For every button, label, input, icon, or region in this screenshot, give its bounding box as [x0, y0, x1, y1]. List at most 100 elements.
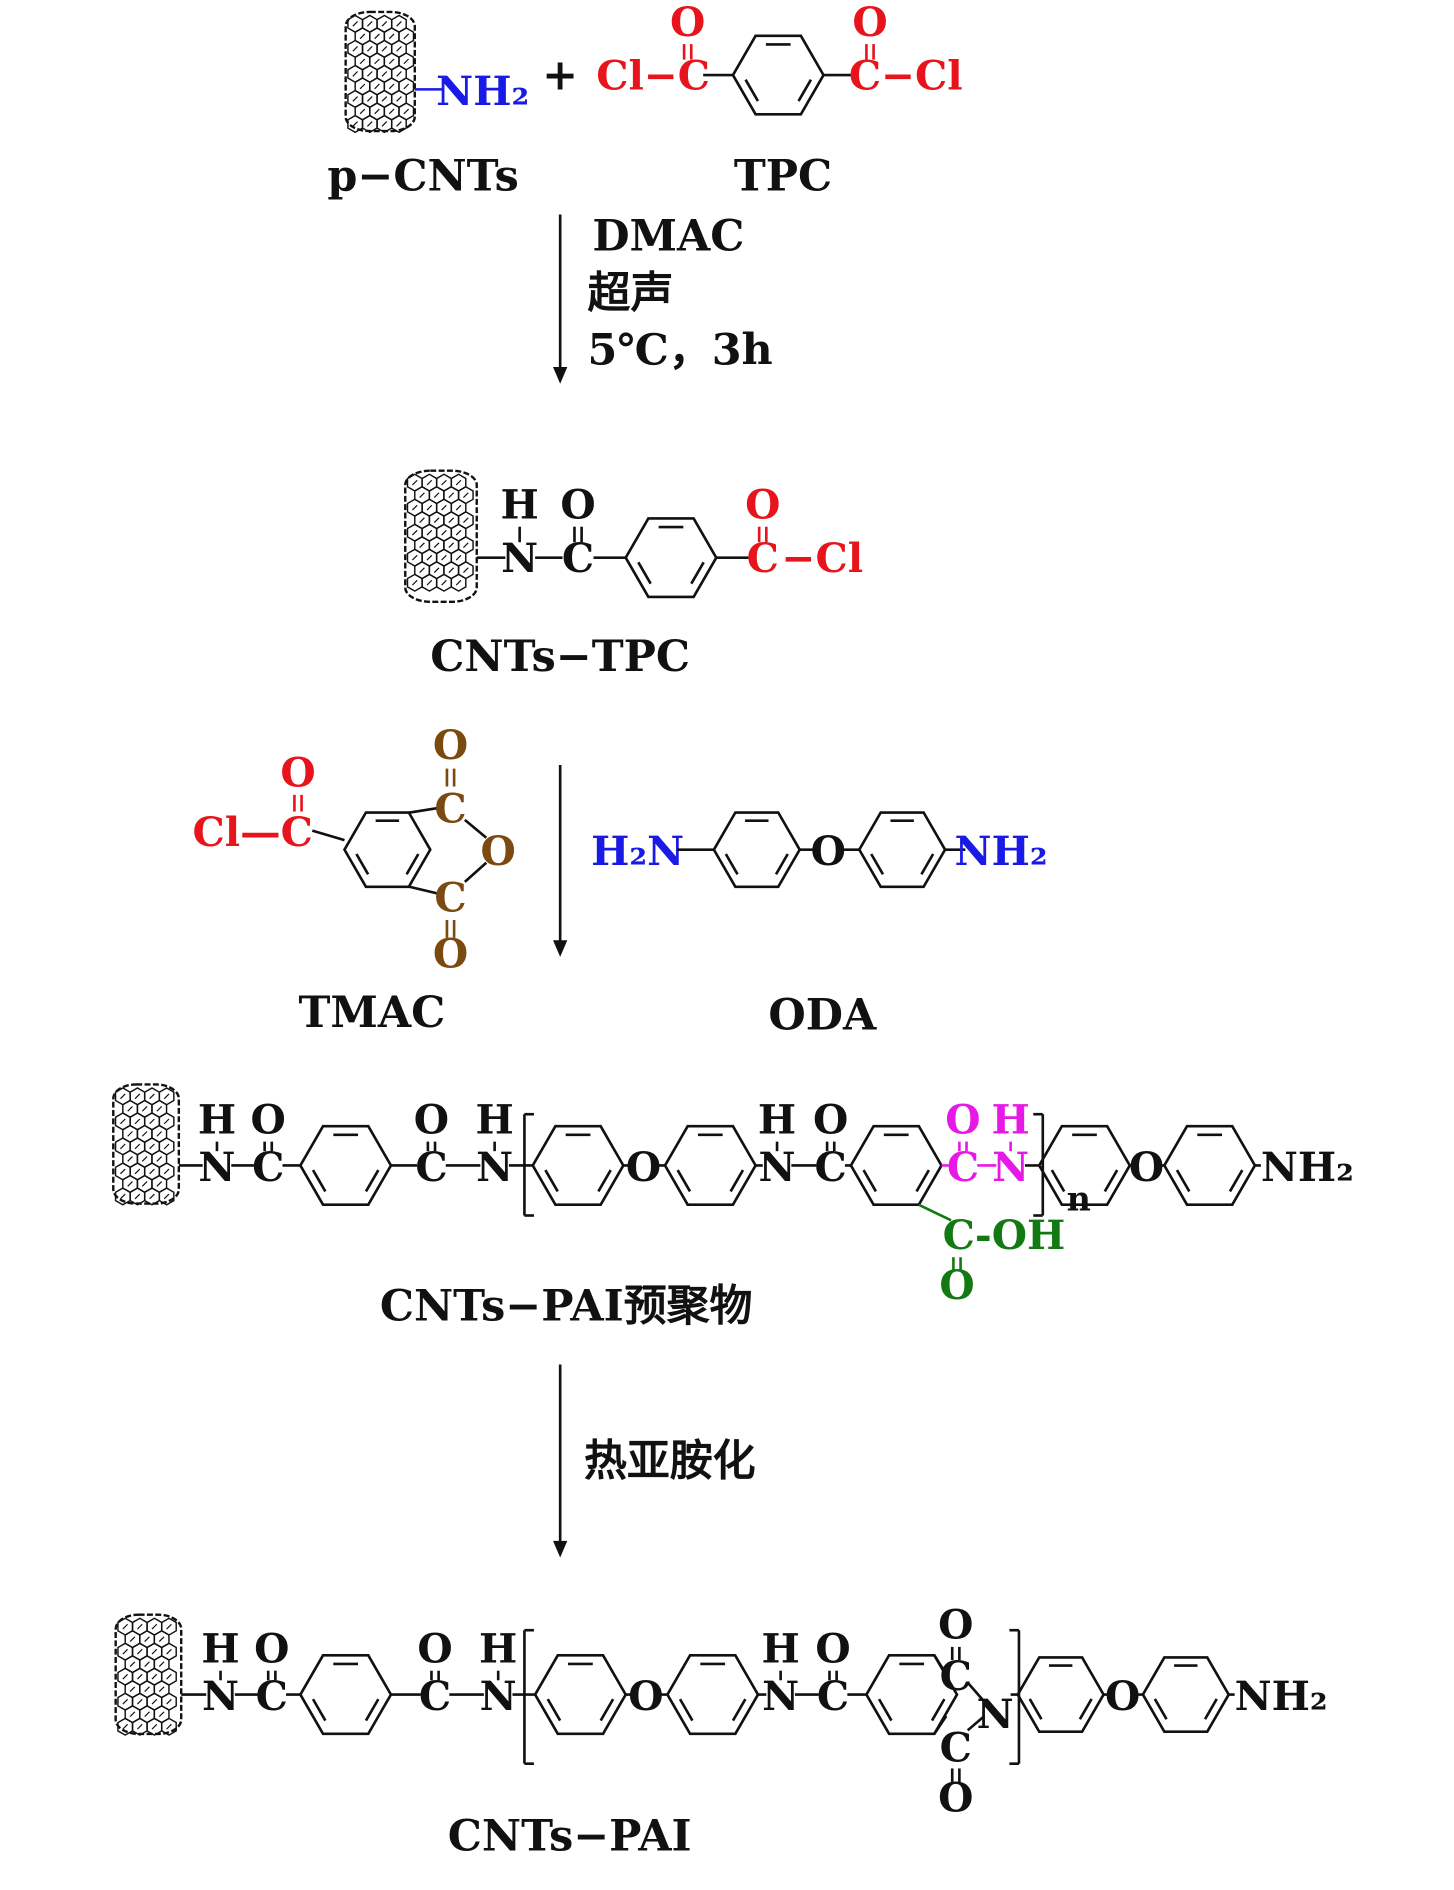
nanotube-stroke	[403, 58, 410, 65]
atom-label: N	[501, 534, 538, 582]
nanotube-stroke	[448, 492, 455, 498]
atom-label: O	[813, 1095, 848, 1143]
nanotube-stroke	[396, 21, 402, 27]
nanotube-stroke	[455, 504, 462, 511]
atom-label: N	[759, 1143, 796, 1191]
nanotube-stroke	[463, 517, 469, 523]
atom-label: O	[433, 930, 468, 978]
benzene-ring	[298, 1124, 393, 1206]
nanotube-stroke	[163, 1193, 170, 1200]
nanotube-stroke	[144, 1686, 150, 1693]
atom-label: N	[480, 1672, 517, 1720]
nanotube-stroke	[161, 1717, 177, 1736]
atom-label: H	[501, 480, 539, 528]
atom-label: H	[479, 1624, 517, 1672]
label-p-cnts: p−CNTs	[327, 152, 518, 202]
nanotube-stroke	[441, 529, 447, 536]
atom-label: O	[414, 1095, 449, 1143]
nanotube-stroke	[129, 1686, 136, 1693]
nanotube-stroke	[403, 108, 410, 115]
nanotube-stroke	[433, 542, 440, 548]
benzene-ring	[712, 811, 802, 889]
condition-temp-time: 5℃，3h	[588, 326, 773, 376]
benzene-ring	[864, 1654, 959, 1736]
atom-label: H	[761, 1624, 799, 1672]
nanotube-stroke	[419, 517, 425, 523]
nanotube-stroke	[166, 1698, 172, 1705]
nanotube-stroke	[141, 1156, 148, 1162]
bond-line	[1203, 1698, 1218, 1720]
nanotube-stroke	[388, 108, 395, 115]
condition-ultrasound: 超声	[588, 268, 674, 318]
nanotube-stroke	[448, 517, 455, 523]
nanotube-stroke	[129, 1661, 136, 1667]
atom-label: H	[198, 1095, 236, 1143]
nanotube-stroke	[396, 121, 402, 127]
nanotube-stroke	[163, 1093, 170, 1100]
atom-label: C	[817, 1672, 849, 1720]
benzene-ring	[731, 34, 826, 116]
nanotube-stroke	[441, 579, 447, 586]
atom-label: O	[251, 1095, 286, 1143]
nanotube-stroke	[136, 1698, 143, 1705]
atom-label: C−Cl	[849, 51, 963, 99]
nanotube-stroke	[381, 46, 388, 52]
nanotube-stroke	[381, 21, 388, 27]
atom-label: C	[940, 1723, 972, 1771]
bond-line	[690, 561, 705, 585]
nanotube-stroke	[127, 1131, 133, 1137]
bond-line	[1153, 1698, 1168, 1720]
benzene-ring	[533, 1654, 628, 1736]
atom-label: NH₂	[1235, 1672, 1328, 1720]
atom-label: Cl−C	[596, 51, 710, 99]
nanotube-stroke	[352, 96, 359, 102]
nanotube-stroke	[381, 71, 388, 77]
bond-line	[1078, 1698, 1093, 1720]
label-prepolymer: CNTs−PAI预聚物	[380, 1281, 753, 1331]
atom-label: +	[542, 50, 578, 100]
atom-label: C	[434, 784, 466, 832]
atom-label: C	[434, 874, 466, 922]
nanotube-stroke	[149, 1093, 155, 1100]
benzene-ring	[1016, 1656, 1106, 1734]
nanotube-stroke	[455, 479, 462, 486]
nanotube-stroke	[122, 1623, 129, 1630]
benzene-ring	[849, 1124, 944, 1206]
nanotube-stroke	[448, 567, 455, 574]
bond-line	[676, 1169, 692, 1193]
nanotube-stroke	[381, 96, 388, 102]
atom-label: O	[811, 827, 846, 875]
bond-line	[364, 1698, 380, 1722]
nanotube-stroke	[158, 1711, 165, 1718]
atom-label: C	[256, 1672, 288, 1720]
bond-line	[311, 829, 345, 842]
nanotube-stroke	[134, 1143, 141, 1150]
atom-label: O	[945, 1095, 980, 1143]
arrow-head	[553, 1540, 568, 1558]
nanotube-stroke	[127, 1106, 133, 1112]
nanotube-stroke	[366, 96, 373, 102]
nanotube-stroke	[359, 33, 366, 40]
nanotube-stroke	[352, 46, 359, 52]
nanotube-stroke	[151, 1723, 158, 1730]
nanotube-stroke	[374, 33, 380, 40]
nanotube-stroke	[158, 1661, 165, 1667]
nanotube-stroke	[158, 1636, 165, 1642]
nanotube-stroke	[411, 579, 418, 586]
bond-line	[1028, 1698, 1043, 1720]
bond-line	[544, 1169, 559, 1193]
nanotube-stroke	[134, 1118, 141, 1125]
nanotube-stroke	[411, 529, 418, 536]
nanotube-stroke	[455, 554, 462, 561]
bond-line	[408, 885, 439, 896]
nanotube-stroke	[149, 1168, 155, 1175]
nanotube-stroke	[156, 1131, 163, 1137]
nanotube-stroke	[441, 554, 447, 561]
nanotube-stroke	[151, 1698, 158, 1705]
bond-line	[744, 79, 760, 102]
bond-line	[966, 1715, 986, 1732]
nanotube-stroke	[448, 542, 455, 548]
label-cnts-pai: CNTs−PAI	[448, 1812, 692, 1862]
bond-line	[405, 853, 420, 875]
nanotube-stroke	[144, 1661, 150, 1667]
